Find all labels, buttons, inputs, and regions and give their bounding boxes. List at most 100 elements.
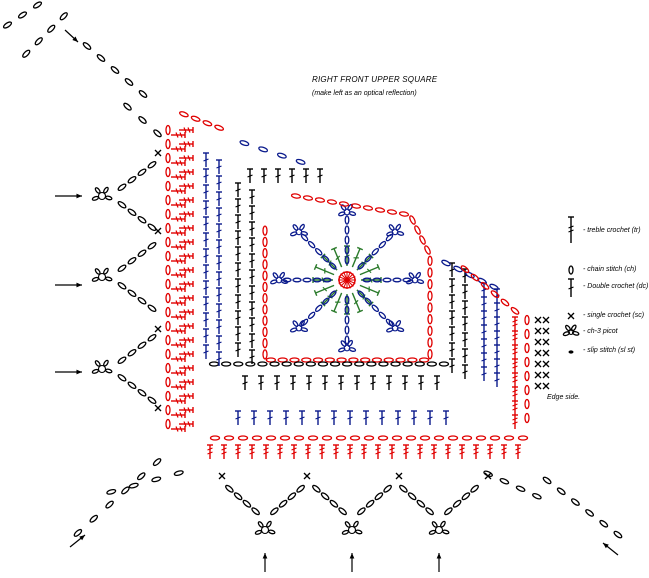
chain-stitch-icon — [428, 303, 432, 312]
chain-stitch-icon — [505, 436, 514, 440]
treble-crochet-icon — [389, 445, 395, 459]
chain-stitch-icon — [407, 492, 416, 501]
single-crochet-icon — [535, 317, 541, 323]
chart-subtitle: (make left as an optical reflection) — [312, 90, 417, 97]
treble-crochet-icon — [171, 370, 185, 376]
chain-stitch-icon — [166, 350, 170, 359]
chain-stitch-icon — [337, 436, 346, 440]
chain-stitch-icon — [210, 362, 219, 366]
double-crochet-icon — [216, 240, 222, 254]
chain-stitch-icon — [365, 436, 374, 440]
double-crochet-icon — [449, 343, 455, 357]
legend-label-picot: - ch-3 picot — [583, 328, 618, 335]
chain-stitch-icon — [270, 507, 279, 516]
chain-stitch-icon — [105, 277, 112, 282]
chain-stitch-icon — [428, 280, 432, 289]
chain-stitch-icon — [290, 327, 297, 332]
chain-stitch-icon — [407, 436, 416, 440]
chain-stitch-icon — [355, 530, 362, 535]
double-crochet-icon — [494, 345, 500, 359]
chain-stitch-icon — [123, 102, 132, 111]
chain-stitch-icon — [279, 272, 285, 279]
double-crochet-icon — [235, 199, 241, 213]
double-crochet-icon — [249, 302, 255, 316]
treble-crochet-icon — [431, 445, 437, 459]
treble-crochet-icon — [171, 342, 185, 348]
double-crochet-icon — [289, 169, 295, 183]
treble-crochet-icon — [445, 445, 451, 459]
double-crochet-icon — [235, 263, 241, 277]
chain-stitch-icon — [214, 124, 224, 131]
chain-stitch-icon — [337, 358, 346, 362]
double-crochet-icon — [338, 376, 344, 390]
chain-stitch-icon — [525, 316, 529, 325]
chain-stitch-icon — [263, 226, 267, 235]
arrow-head — [76, 283, 82, 288]
chain-stitch-icon — [117, 281, 127, 290]
double-crochet-icon — [203, 297, 209, 311]
double-crochet-icon — [216, 320, 222, 334]
double-crochet-icon — [363, 411, 369, 425]
chain-stitch-icon — [367, 362, 376, 366]
double-crochet-icon — [434, 376, 440, 390]
legend-label-chain: - chain stitch (ch) — [583, 266, 636, 273]
chain-stitch-icon — [94, 360, 100, 367]
chain-stitch-icon — [239, 140, 249, 147]
chain-stitch-icon — [263, 260, 267, 269]
chain-stitch-icon — [345, 316, 349, 324]
chain-stitch-icon — [525, 400, 529, 409]
double-crochet-icon — [354, 376, 360, 390]
double-crochet-icon — [235, 327, 241, 341]
chain-stitch-icon — [325, 358, 334, 362]
chain-stitch-icon — [384, 358, 393, 362]
chart-title: RIGHT FRONT UPPER SQUARE — [312, 75, 437, 84]
chain-stitch-icon — [263, 350, 267, 359]
treble-crochet-icon — [235, 445, 241, 459]
treble-crochet-icon — [403, 445, 409, 459]
double-crochet-icon — [249, 206, 255, 220]
chain-stitch-icon — [525, 414, 529, 423]
chain-stitch-icon — [105, 500, 114, 509]
chain-stitch-icon — [351, 436, 360, 440]
double-crochet-icon — [462, 333, 468, 347]
double-crochet-icon — [449, 327, 455, 341]
treble-crochet-icon — [179, 267, 193, 273]
treble-crochet-icon — [512, 387, 518, 401]
chain-stitch-icon — [308, 241, 316, 249]
treble-crochet-icon — [361, 445, 367, 459]
single-crochet-icon — [535, 361, 541, 367]
double-crochet-icon — [216, 224, 222, 238]
chain-stitch-icon — [166, 336, 170, 345]
double-crochet-icon — [235, 411, 241, 425]
treble-crochet-icon — [171, 258, 185, 264]
single-crochet-icon — [535, 372, 541, 378]
single-crochet-icon — [543, 339, 549, 345]
double-crochet-icon — [350, 247, 363, 268]
double-crochet-icon — [315, 411, 321, 425]
double-crochet-icon — [449, 279, 455, 293]
chain-stitch-icon — [444, 507, 453, 516]
chain-stitch-icon — [110, 66, 119, 75]
chain-stitch-icon — [452, 499, 461, 508]
chain-stitch-icon — [127, 381, 137, 390]
chain-stitch-icon — [222, 362, 231, 366]
chain-stitch-icon — [127, 348, 137, 357]
treble-crochet-icon — [171, 314, 185, 320]
chain-stitch-icon — [18, 11, 28, 19]
treble-crochet-icon — [179, 211, 193, 217]
double-crochet-icon — [449, 359, 455, 373]
chain-stitch-icon — [268, 530, 275, 535]
double-crochet-icon — [331, 292, 344, 313]
chain-stitch-icon — [361, 358, 370, 362]
double-crochet-icon — [314, 264, 335, 277]
double-crochet-icon — [216, 288, 222, 302]
chain-stitch-icon — [397, 231, 404, 236]
chain-stitch-icon — [147, 333, 157, 342]
chain-stitch-icon — [378, 311, 386, 319]
chain-stitch-icon — [395, 320, 401, 327]
treble-crochet-icon — [171, 300, 185, 306]
chain-stitch-icon — [342, 530, 349, 535]
double-crochet-icon — [216, 208, 222, 222]
treble-crochet-icon — [512, 331, 518, 345]
double-crochet-icon — [275, 169, 281, 183]
